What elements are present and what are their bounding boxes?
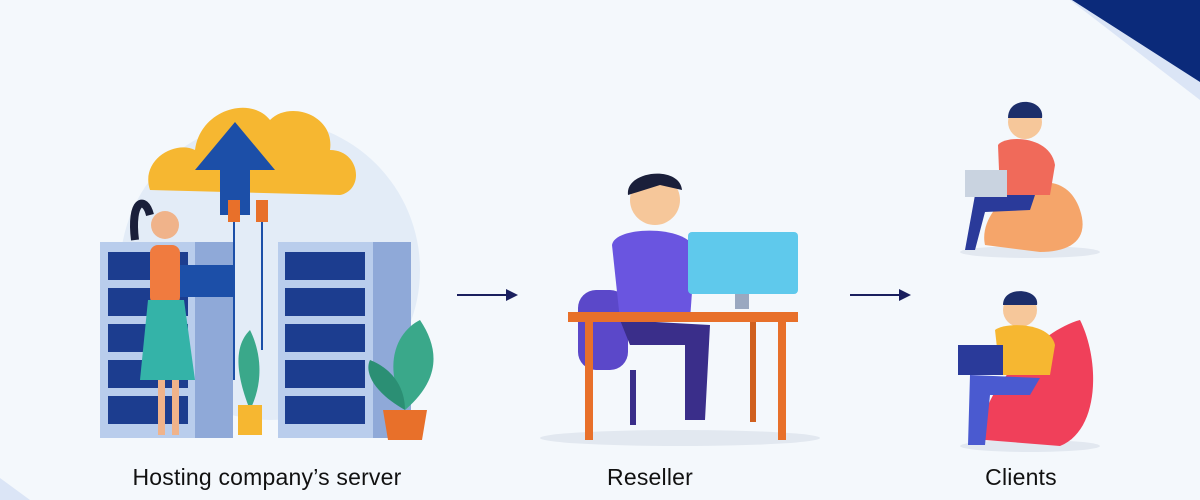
hosting-server-illustration [100,107,434,440]
arrow-right-icon [850,289,911,301]
reseller-label: Reseller [607,464,693,490]
corner-accent [1072,0,1200,82]
reseller-illustration [540,173,820,446]
client-illustration [958,291,1100,452]
arrow-right-icon [457,289,518,301]
server-label: Hosting company’s server [132,464,402,490]
corner-accent-bottom [0,478,30,500]
client-illustration [960,101,1100,258]
clients-label: Clients [985,464,1057,490]
cloud-upload-icon [148,107,357,380]
